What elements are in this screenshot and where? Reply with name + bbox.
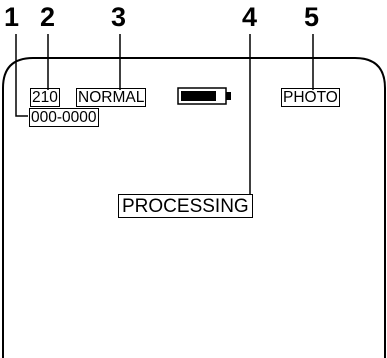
callout-2: 2 <box>40 2 56 32</box>
frame-counter: 210 <box>30 88 60 107</box>
file-number: 000-0000 <box>29 108 99 127</box>
battery-icon <box>177 87 231 105</box>
callout-1: 1 <box>4 2 20 32</box>
callout-5: 5 <box>304 2 320 32</box>
callout-3: 3 <box>111 2 127 32</box>
callout-4: 4 <box>242 2 258 32</box>
quality-mode: NORMAL <box>76 88 147 107</box>
capture-mode: PHOTO <box>281 88 340 107</box>
screen-outline <box>2 57 386 358</box>
processing-status: PROCESSING <box>118 194 253 218</box>
leader-line-1 <box>15 34 28 117</box>
